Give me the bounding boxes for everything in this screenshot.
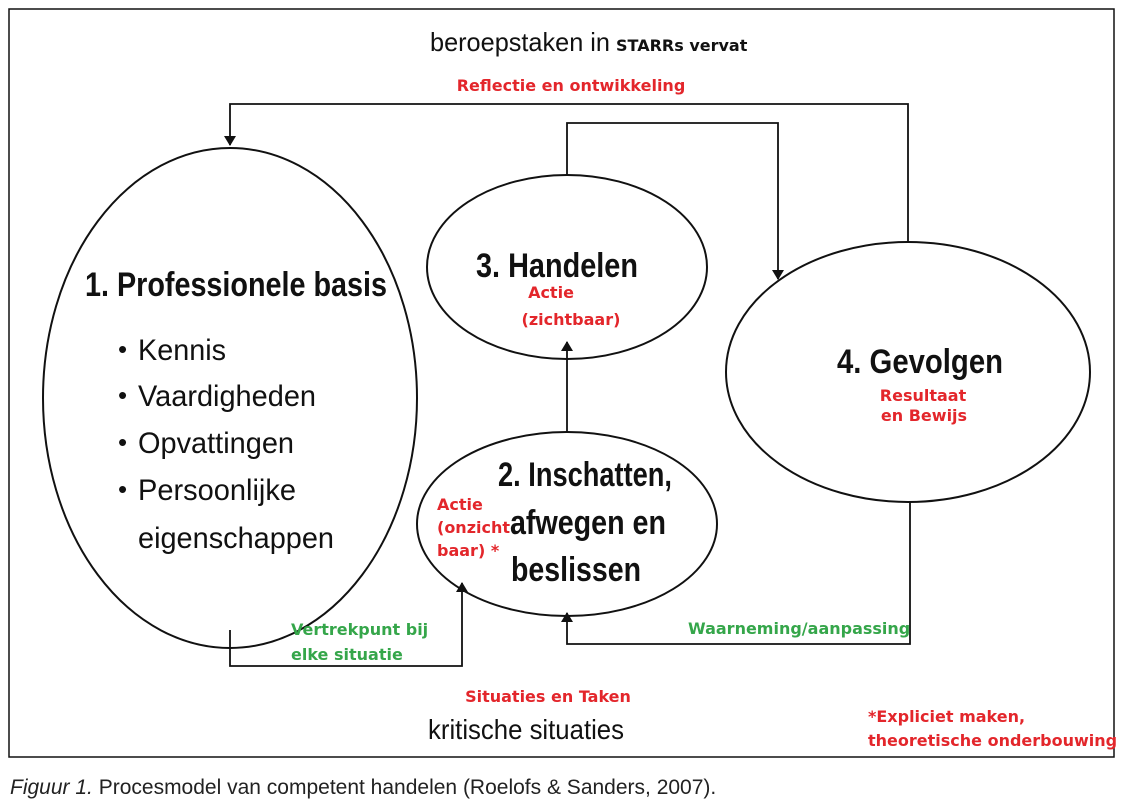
assess-note-line: Actie	[437, 495, 483, 514]
consequences-note-line: Resultaat	[880, 386, 967, 405]
footnote-line: *Expliciet maken,	[868, 707, 1025, 726]
reflection-label: Reflectie en ontwikkeling	[457, 76, 686, 95]
act-title: 3. Handelen	[476, 247, 638, 285]
observation-label: Waarneming/aanpassing	[688, 619, 910, 638]
assess-note-line: (onzicht	[437, 518, 510, 537]
outer-frame	[8, 8, 1115, 758]
act-note-line: (zichtbaar)	[522, 310, 621, 329]
caption-text: Procesmodel van competent handelen (Roel…	[92, 776, 717, 799]
bullet-item: Persoonlijke	[138, 474, 296, 507]
bullet-item: Opvattingen	[138, 427, 294, 460]
footnote-line: theoretische onderbouwing	[868, 731, 1117, 750]
act-to-consequences-arrow	[566, 122, 784, 280]
bullet-symbol: •	[118, 427, 127, 457]
starting-point-label-line: Vertrekpunt bij	[291, 620, 428, 639]
consequences-title: 4. Gevolgen	[837, 343, 1003, 381]
starting-point-label-line: elke situatie	[291, 645, 403, 664]
frame-top-label-suffix: STARRs vervat	[616, 36, 748, 55]
bullet-symbol: •	[118, 380, 127, 410]
feedback-arrow	[561, 502, 911, 645]
assess-note-line: baar) *	[437, 541, 500, 560]
frame-top-label: beroepstaken in	[430, 27, 610, 57]
figure-caption: Figuur 1. Procesmodel van competent hand…	[10, 776, 716, 800]
bullet-continuation: eigenschappen	[138, 522, 334, 555]
bullet-symbol: •	[118, 334, 127, 364]
bullet-symbol: •	[118, 474, 127, 504]
bullet-item: Vaardigheden	[138, 380, 316, 413]
frame-bottom-label: kritische situaties	[428, 714, 624, 745]
professional-basis-title: 1. Professionele basis	[85, 266, 387, 304]
assess-title-line: 2. Inschatten,	[498, 456, 672, 494]
situations-label: Situaties en Taken	[465, 687, 631, 706]
assess-title-line: beslissen	[511, 551, 641, 589]
caption-label: Figuur 1.	[10, 776, 93, 799]
act-note-line: Actie	[528, 283, 574, 302]
assess-title-line: afwegen en	[510, 504, 666, 542]
bullet-item: Kennis	[138, 334, 226, 367]
consequences-note-line: en Bewijs	[881, 406, 967, 425]
reflection-loop-arrow	[224, 103, 909, 242]
basis-to-assess-arrow	[229, 582, 468, 667]
